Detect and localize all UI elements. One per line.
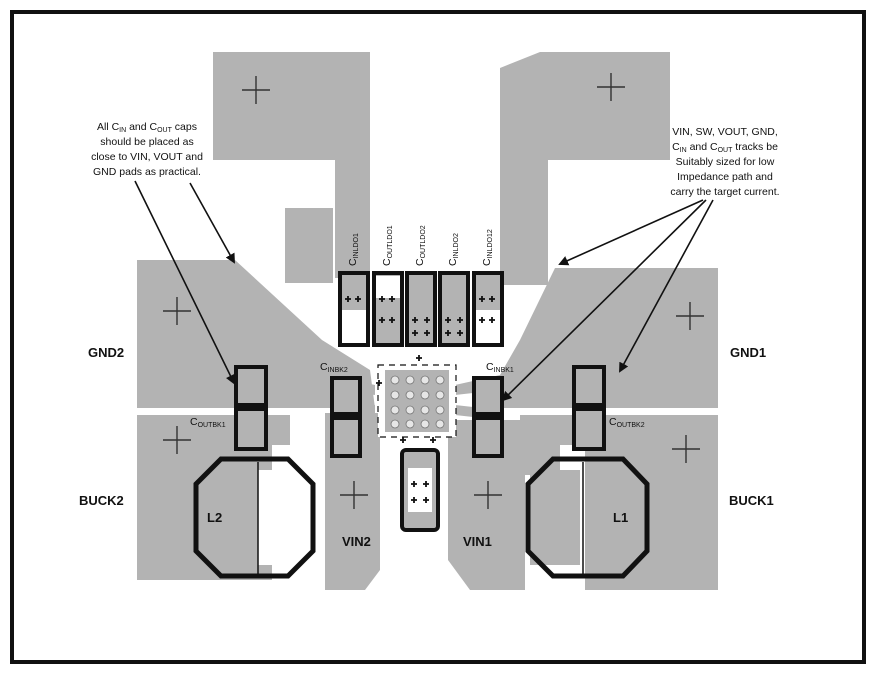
- cap-coutbk2[interactable]: [572, 365, 606, 451]
- svg-text:CIN and COUT tracks be: CIN and COUT tracks be: [672, 141, 778, 154]
- pad-vin1: [448, 420, 525, 590]
- label-vin1: VIN1: [463, 534, 492, 549]
- svg-text:VIN, SW, VOUT, GND,: VIN, SW, VOUT, GND,: [672, 126, 778, 138]
- ic-pads: [376, 355, 449, 443]
- svg-text:close to VIN, VOUT and: close to VIN, VOUT and: [91, 151, 203, 163]
- label-buck2: BUCK2: [79, 493, 124, 508]
- plus-marks: [163, 73, 704, 509]
- label-cinldo2: CINLDO2: [447, 233, 460, 266]
- cap-cinldo1[interactable]: [338, 271, 370, 347]
- svg-text:Suitably sized for low: Suitably sized for low: [676, 156, 775, 168]
- cap-coutbk1[interactable]: [234, 365, 268, 451]
- label-cinbk1: CINBK1: [486, 361, 514, 374]
- label-coutldo2: COUTLDO2: [414, 225, 427, 266]
- label-coutbk1: COUTBK1: [190, 416, 226, 429]
- label-l2: L2: [207, 510, 222, 525]
- svg-text:should be placed as: should be placed as: [100, 136, 193, 148]
- pad-vin1-strip: [520, 415, 560, 475]
- svg-text:All CIN and COUT caps: All CIN and COUT caps: [97, 121, 197, 134]
- note-left: All CIN and COUT caps should be placed a…: [91, 121, 203, 178]
- svg-text:Impedance path and: Impedance path and: [677, 171, 773, 183]
- cap-cinbk1[interactable]: [472, 376, 504, 458]
- pad-gnd2: [137, 260, 375, 408]
- label-gnd2: GND2: [88, 345, 124, 360]
- label-cinldo12: CINLDO12: [481, 229, 494, 266]
- svg-text:carry the target current.: carry the target current.: [670, 186, 779, 198]
- arrow-right-to-coutbk2: [619, 199, 714, 373]
- pad-strip-left: [285, 208, 333, 283]
- label-gnd1: GND1: [730, 345, 766, 360]
- label-vin2: VIN2: [342, 534, 371, 549]
- label-buck1: BUCK1: [729, 493, 774, 508]
- inductor-l2[interactable]: [193, 456, 316, 579]
- arrow-right-to-gnd1: [558, 199, 704, 266]
- pad-gnd1: [495, 268, 718, 408]
- arrow-right-to-cinbk1: [501, 199, 707, 402]
- arrows: [134, 180, 714, 402]
- label-coutldo1: COUTLDO1: [381, 225, 394, 266]
- label-cinbk2: CINBK2: [320, 361, 348, 374]
- svg-text:GND pads as practical.: GND pads as practical.: [93, 166, 201, 178]
- pad-top-left: [213, 52, 370, 278]
- label-cinldo1: CINLDO1: [347, 233, 360, 266]
- label-coutbk2: COUTBK2: [609, 416, 645, 429]
- arrow-left-to-coutbk1: [134, 180, 235, 385]
- cap-coutldo1[interactable]: [372, 271, 404, 347]
- cap-cinldo12[interactable]: [472, 271, 504, 347]
- label-l1: L1: [613, 510, 628, 525]
- inductor-l1[interactable]: [525, 456, 650, 579]
- note-right: VIN, SW, VOUT, GND, CIN and COUT tracks …: [670, 126, 779, 198]
- pad-buck2: [137, 415, 290, 580]
- arrow-left-to-gnd2: [189, 182, 235, 264]
- cap-coutldo2[interactable]: [405, 271, 437, 347]
- cap-cinbk2[interactable]: [330, 376, 362, 458]
- cap-cinldo2[interactable]: [438, 271, 470, 347]
- pad-top-right: [500, 52, 670, 285]
- cap-bottom[interactable]: [400, 448, 440, 532]
